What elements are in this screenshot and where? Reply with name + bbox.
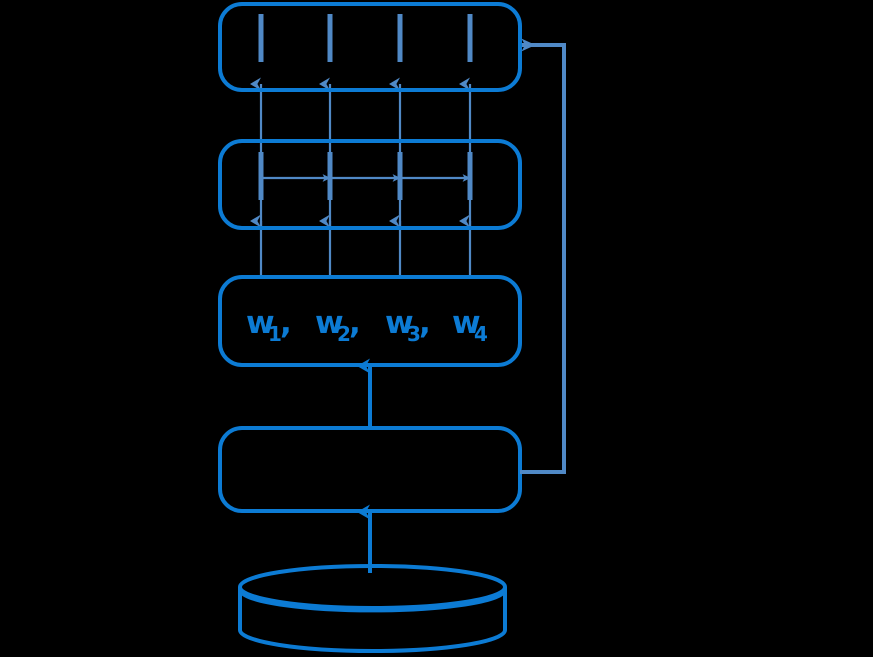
output-layer-outline — [218, 2, 522, 92]
token-2-subscript: 2 — [337, 322, 351, 346]
token-sequence-box[interactable]: w 1 , w 2 , w 3 , w 4 — [218, 275, 522, 367]
recurrent-layer-outline — [218, 139, 522, 230]
cylinder-body — [238, 587, 507, 653]
preprocessing-box[interactable] — [218, 426, 522, 513]
database-cylinder[interactable] — [238, 564, 507, 653]
token-3-separator: , — [419, 305, 431, 341]
token-1-separator: , — [280, 305, 292, 341]
output-layer-box[interactable] — [218, 2, 522, 92]
token-3-subscript: 3 — [407, 322, 421, 346]
cylinder-inner-rim — [239, 590, 506, 613]
token-label-group: w 1 , w 2 , w 3 , w 4 — [246, 305, 488, 346]
token-4-base: w — [452, 305, 481, 341]
cylinder-top-ellipse — [238, 564, 507, 610]
connector-group-embedding-to-recurrent — [250, 214, 472, 279]
token-4-subscript: 4 — [474, 322, 488, 346]
recurrent-layer-box[interactable] — [218, 139, 522, 230]
token-1-subscript: 1 — [268, 322, 282, 346]
connector-group-recurrent-to-output — [250, 77, 472, 230]
token-2-base: w — [315, 305, 344, 341]
token-3-base: w — [385, 305, 414, 341]
token-2-separator: , — [349, 305, 361, 341]
token-sequence-outline — [218, 275, 522, 367]
token-1-base: w — [246, 305, 275, 341]
preprocessing-outline — [218, 426, 522, 513]
feedback-loop-output-to-preprocess — [520, 38, 566, 474]
